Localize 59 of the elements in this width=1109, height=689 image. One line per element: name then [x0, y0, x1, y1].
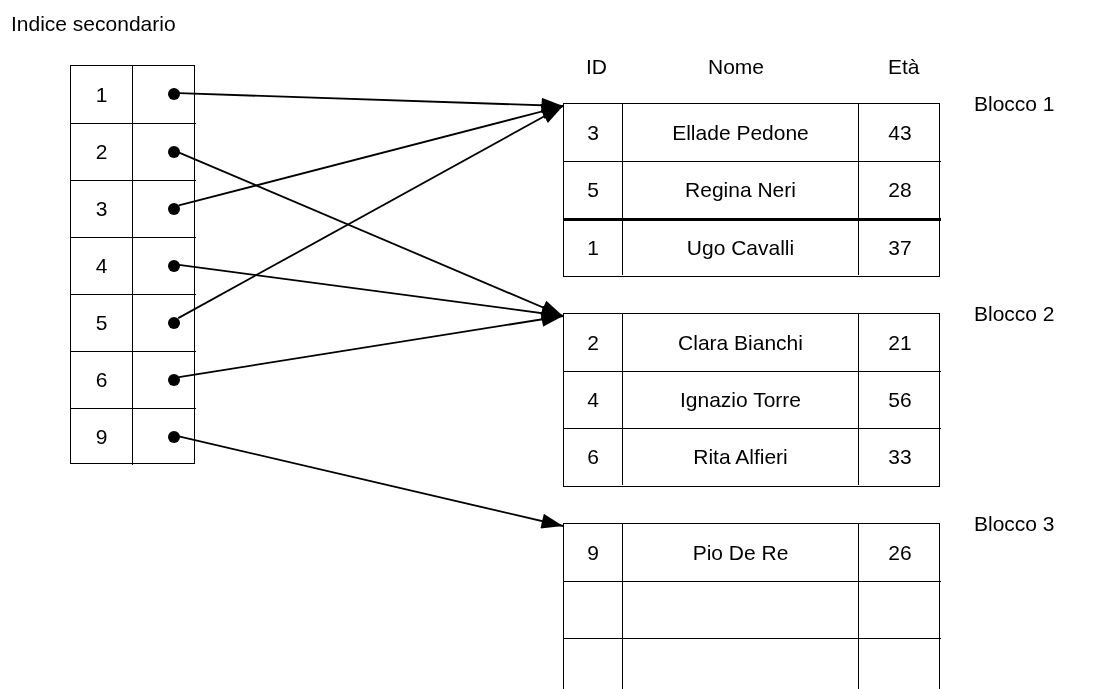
- name-value: Regina Neri: [685, 178, 796, 202]
- index-row: [71, 180, 196, 237]
- pointer-arrow: [177, 435, 564, 529]
- table-title: Indice secondario: [11, 12, 176, 36]
- index-row: [71, 351, 196, 408]
- block-label: Blocco 3: [974, 512, 1055, 536]
- index-key: 2: [95, 140, 108, 164]
- index-row: [71, 408, 196, 465]
- age-value: 33: [888, 445, 912, 469]
- record-row: [564, 371, 941, 428]
- empty-record-row: [564, 581, 941, 638]
- name-value: Ignazio Torre: [680, 388, 801, 412]
- age-value: 37: [888, 236, 912, 260]
- name-value: Ellade Pedone: [672, 120, 809, 145]
- column-header: Nome: [708, 55, 765, 79]
- pointer-arrow: [178, 92, 564, 113]
- index-row: [71, 123, 196, 180]
- pointer-dot: [168, 317, 180, 329]
- name-value: Pio De Re: [692, 540, 789, 565]
- id-value: 1: [587, 236, 599, 260]
- pointer-arrow: [178, 311, 564, 378]
- name-value: Rita Alfieri: [693, 445, 788, 469]
- pointer-dot: [168, 374, 180, 386]
- index-key: 9: [95, 425, 108, 449]
- id-value: 5: [587, 178, 599, 202]
- index-key: 6: [95, 368, 108, 392]
- pointer-dot: [168, 260, 180, 272]
- record-row: [564, 218, 941, 275]
- pointer-dot: [168, 431, 180, 443]
- pointer-arrow: [177, 105, 564, 319]
- record-row: [564, 428, 941, 485]
- name-value: Ugo Cavalli: [686, 236, 795, 260]
- pointer-dot: [168, 146, 180, 158]
- age-value: 43: [888, 120, 912, 145]
- index-key: 1: [95, 82, 108, 107]
- age-value: 26: [888, 540, 912, 565]
- index-row: [71, 294, 196, 351]
- record-row: [564, 161, 941, 218]
- block-label: Blocco 2: [974, 302, 1055, 326]
- name-value: Clara Bianchi: [678, 330, 803, 355]
- column-header: Età: [888, 55, 920, 79]
- pointer-dot: [168, 203, 180, 215]
- age-value: 21: [888, 330, 912, 355]
- index-key: 5: [95, 311, 108, 335]
- column-header: ID: [586, 55, 607, 79]
- id-value: 4: [587, 388, 599, 412]
- id-value: 3: [587, 120, 599, 145]
- id-value: 2: [587, 330, 599, 355]
- empty-record-row: [564, 638, 941, 689]
- id-value: 6: [587, 445, 599, 469]
- age-value: 56: [888, 388, 912, 412]
- index-key: 4: [95, 254, 108, 278]
- pointer-arrow: [177, 151, 564, 317]
- pointer-dot: [168, 88, 180, 100]
- id-value: 9: [587, 540, 599, 565]
- index-row: [71, 237, 196, 294]
- block-label: Blocco 1: [974, 92, 1055, 116]
- index-key: 3: [95, 197, 108, 221]
- age-value: 28: [888, 178, 912, 202]
